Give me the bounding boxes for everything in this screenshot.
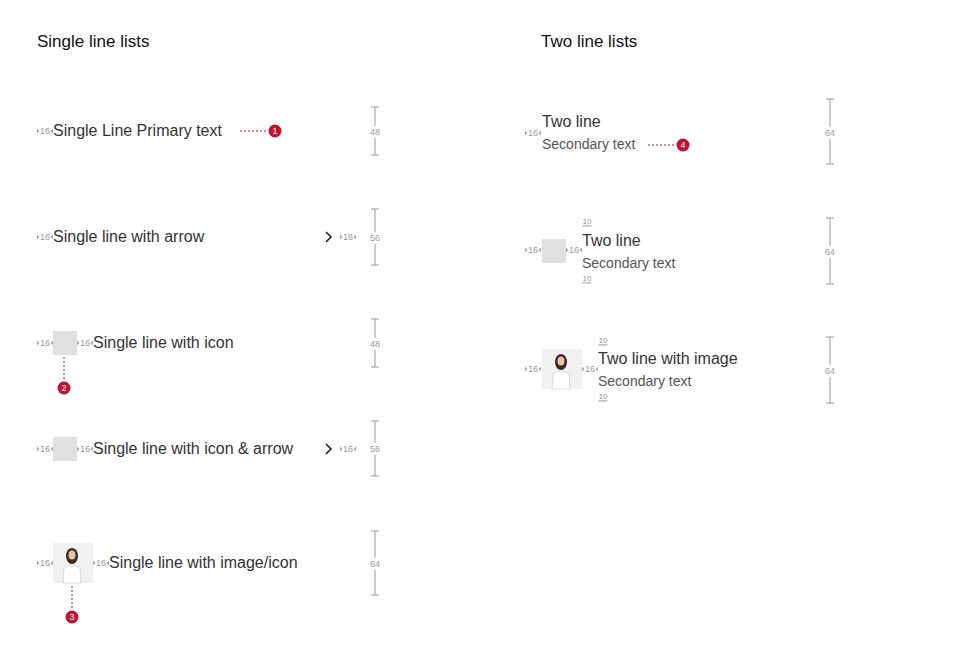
spacing-tick [566, 248, 569, 253]
spacing-value: 16 [80, 444, 90, 454]
spacing-tick [91, 341, 94, 346]
spacing-tick [107, 561, 110, 566]
spacing-value: 16 [40, 126, 50, 136]
spacing-value: 16 [40, 338, 50, 348]
spacing-tick [37, 129, 40, 134]
spacing-tick [51, 341, 54, 346]
dimension-value: 48 [370, 126, 380, 138]
spacing-value: 16 [40, 558, 50, 568]
spacing-tick [596, 367, 599, 372]
spacing-tick [37, 341, 40, 346]
primary-text: Single line with icon [93, 334, 234, 352]
dimension-value: 64 [825, 246, 835, 258]
dimension-value: 56 [370, 443, 380, 455]
section-heading: Single line lists [37, 32, 149, 52]
dimension-brackets [371, 99, 834, 595]
spacing-tick [51, 235, 54, 240]
dimension-value: 64 [825, 365, 835, 377]
spacing-tick [37, 561, 40, 566]
spacing-tick [37, 447, 40, 452]
primary-text: Single line with image/icon [109, 554, 298, 572]
section-heading: Two line lists [541, 32, 637, 52]
spacing-value: 16 [343, 444, 353, 454]
spacing-value: 16 [96, 558, 106, 568]
spacing-value: 10 [583, 217, 592, 226]
primary-text: Two line [582, 232, 641, 250]
callout-number: 3 [66, 611, 79, 624]
spacing-value: 16 [80, 338, 90, 348]
secondary-text: Secondary text [542, 136, 635, 152]
primary-text: Two line [542, 113, 601, 131]
spacing-tick [525, 248, 528, 253]
spacing-value: 16 [569, 245, 579, 255]
spacing-value: 10 [583, 274, 592, 283]
spacing-tick [91, 447, 94, 452]
spacing-value: 16 [528, 245, 538, 255]
spacing-tick [539, 248, 542, 253]
spacing-tick [580, 248, 583, 253]
spacing-tick [340, 235, 343, 240]
spacing-tick [525, 367, 528, 372]
photo-thumb [542, 349, 582, 389]
spacing-tick [539, 367, 542, 372]
dimension-value: 64 [825, 127, 835, 139]
callout-number: 2 [58, 382, 71, 395]
leader-lines [64, 131, 676, 610]
spacing-value: 16 [528, 128, 538, 138]
spacing-tick [51, 447, 54, 452]
callout-number: 4 [677, 139, 690, 152]
primary-text: Single line with icon & arrow [93, 440, 293, 458]
spacing-tick [354, 235, 357, 240]
photo-thumb [53, 543, 93, 583]
dimension-value: 64 [370, 558, 380, 570]
dimension-value: 48 [370, 338, 380, 350]
spacing-tick [37, 235, 40, 240]
icon-placeholders [53, 239, 566, 461]
primary-text: Two line with image [598, 350, 738, 368]
spacing-value: 16 [40, 232, 50, 242]
spacing-value: 10 [599, 336, 608, 345]
spacing-value: 16 [528, 364, 538, 374]
primary-text: Single Line Primary text [53, 122, 222, 140]
spacing-tick [51, 561, 54, 566]
spacing-value: 10 [599, 392, 608, 401]
spacing-tick [77, 341, 80, 346]
spacing-tick [525, 131, 528, 136]
spacing-value: 16 [40, 444, 50, 454]
spacing-tick [340, 447, 343, 452]
spacing-value: 16 [343, 232, 353, 242]
spacing-tick [582, 367, 585, 372]
dimension-value: 56 [370, 232, 380, 244]
spacing-tick [539, 131, 542, 136]
secondary-text: Secondary text [598, 373, 691, 389]
spacing-tick [354, 447, 357, 452]
chevron-icons [326, 232, 331, 454]
spacing-value: 16 [585, 364, 595, 374]
primary-text: Single line with arrow [53, 228, 204, 246]
spacing-ticks [37, 129, 598, 566]
callout-number: 1 [269, 125, 282, 138]
secondary-text: Secondary text [582, 255, 675, 271]
spacing-tick [51, 129, 54, 134]
spacing-tick [93, 561, 96, 566]
spacing-tick [77, 447, 80, 452]
